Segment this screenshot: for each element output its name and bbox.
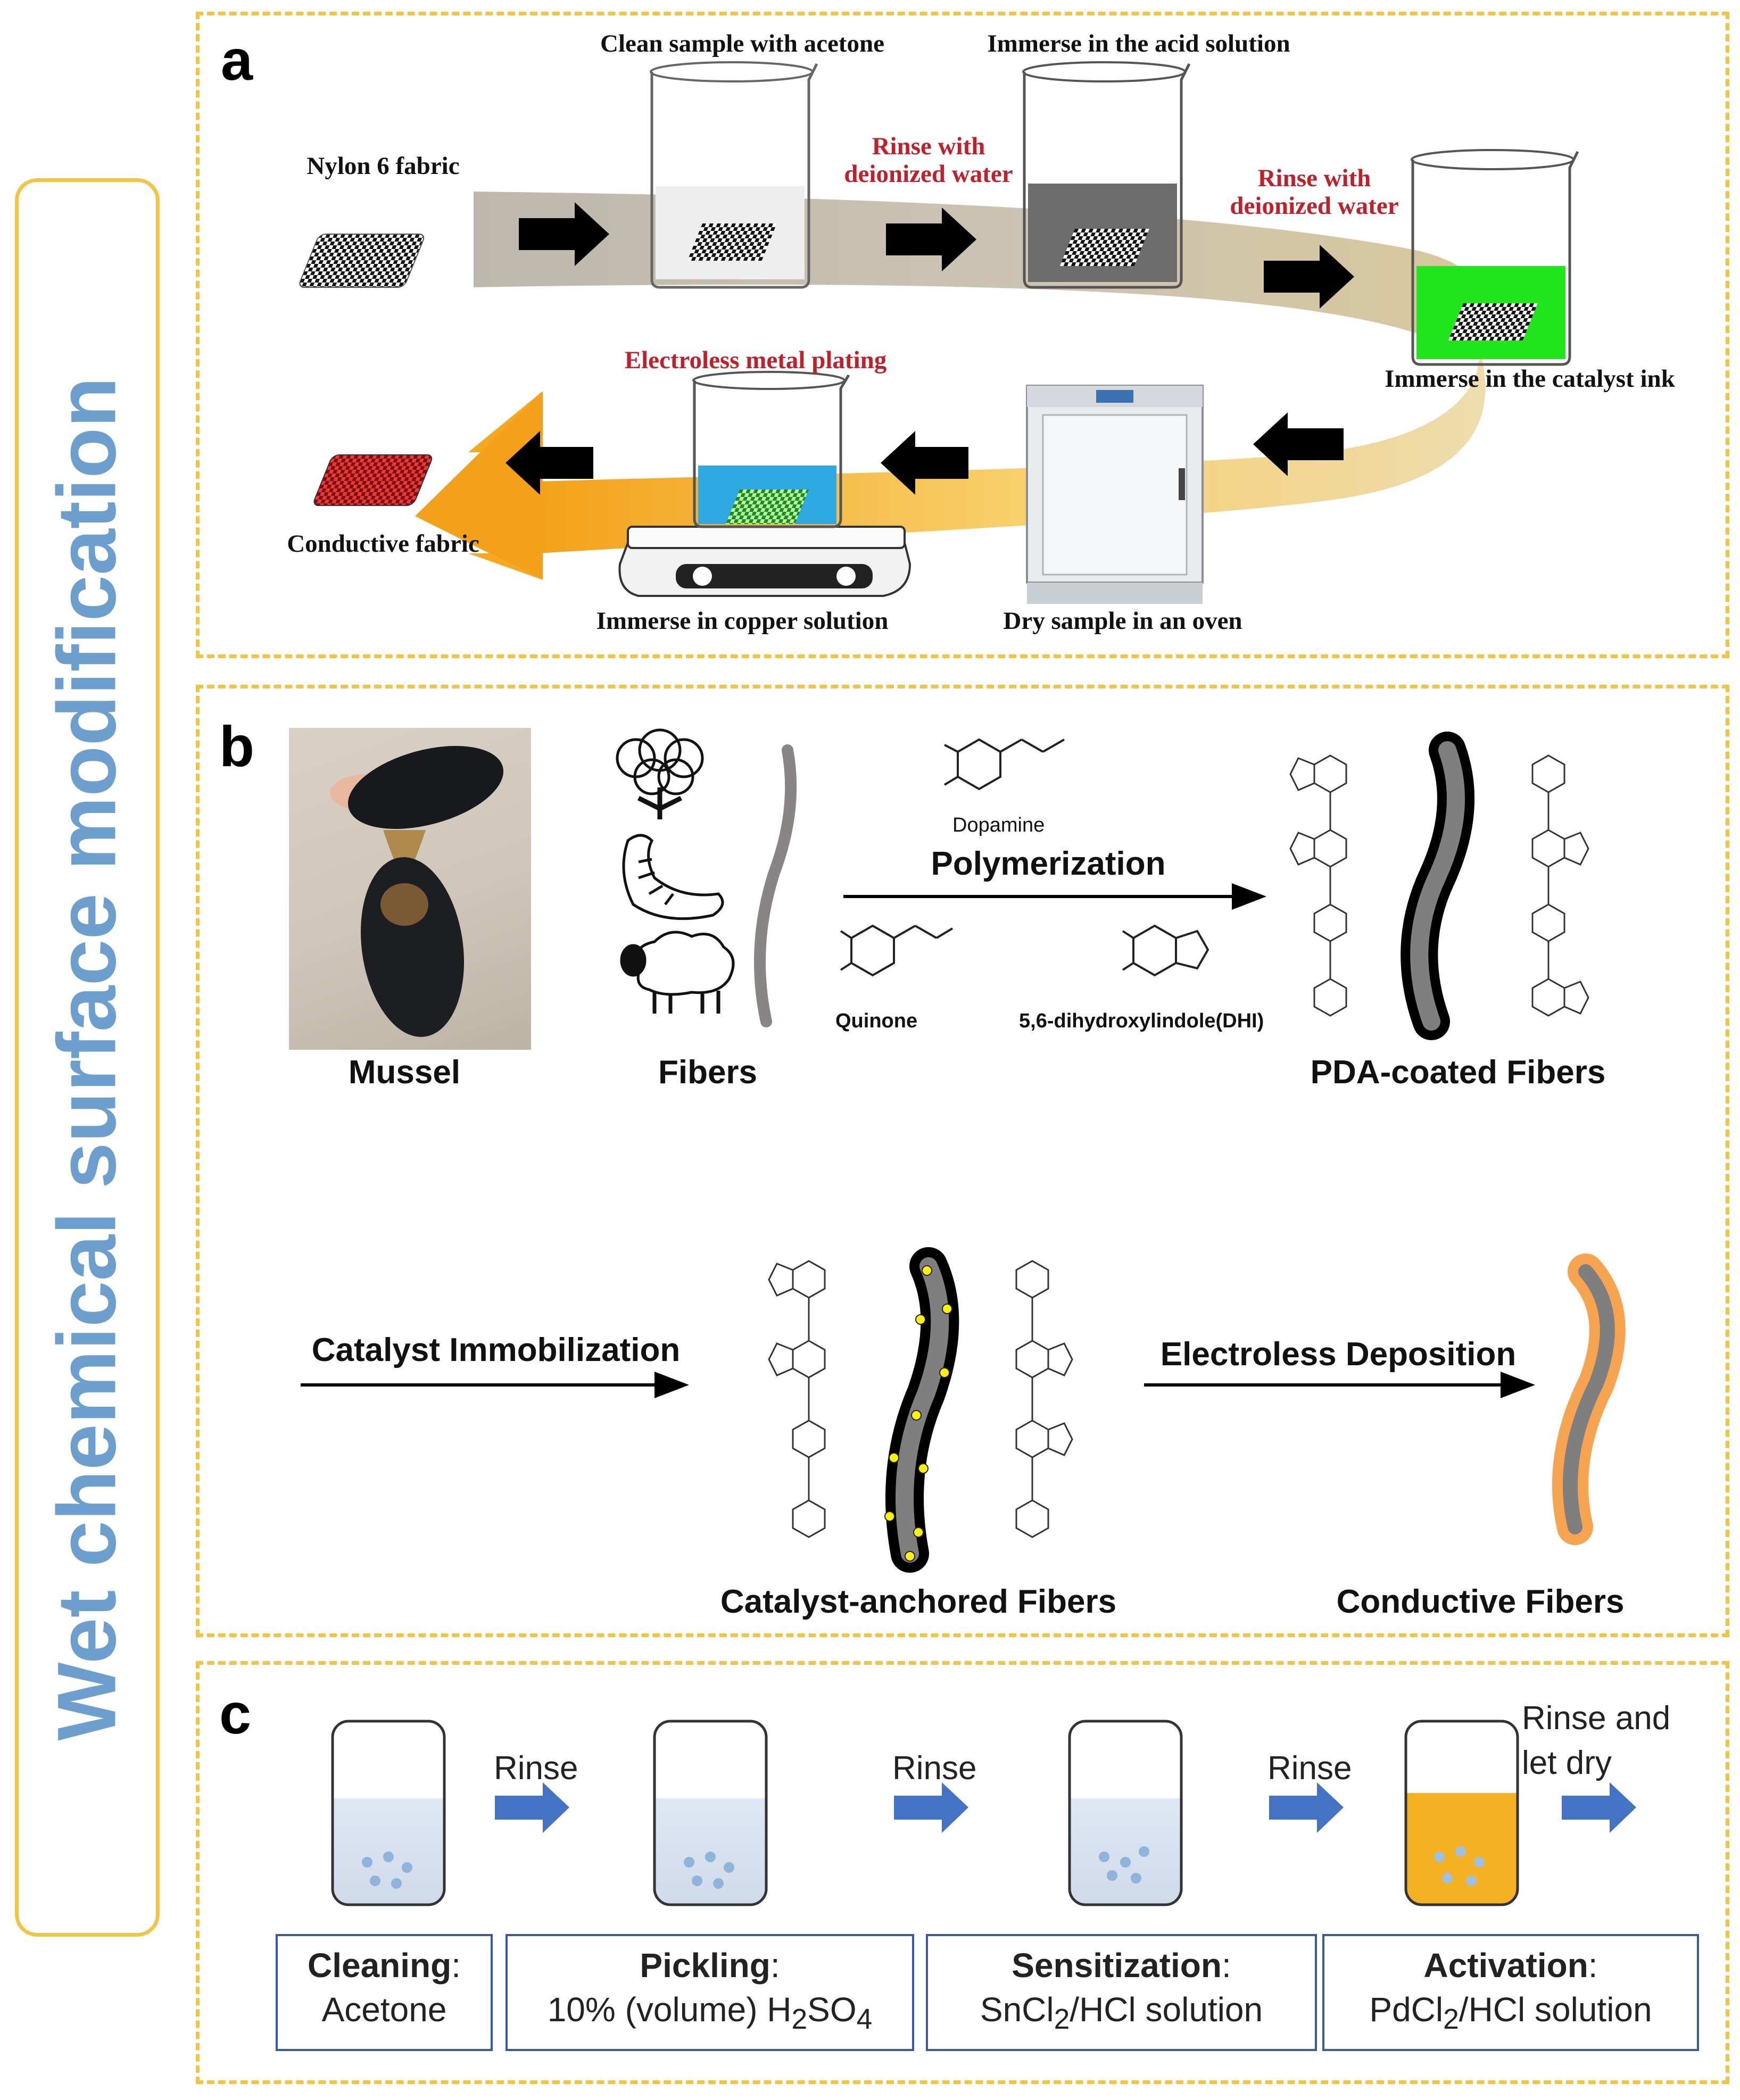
label-nylon: Nylon 6 fabric — [306, 152, 460, 180]
step-sensitization: Sensitization: SnCl2/HCl solution — [926, 1934, 1317, 2051]
blue-arrow-2 — [894, 1782, 968, 1833]
cotton-icon — [616, 728, 704, 819]
blue-arrow-4 — [1562, 1782, 1636, 1833]
label-catalyst-fibers: Catalyst-anchored Fibers — [720, 1583, 1117, 1620]
beaker-cleaning — [331, 1720, 446, 1906]
silkworm-icon — [622, 834, 724, 920]
blue-arrow-1 — [495, 1782, 569, 1833]
arrow-4 — [1253, 412, 1344, 476]
label-pda: PDA-coated Fibers — [1310, 1054, 1606, 1091]
panel-a-letter: a — [221, 28, 253, 92]
arrow-2 — [886, 207, 976, 271]
beaker-acetone — [650, 61, 818, 289]
oven — [1026, 385, 1204, 604]
beaker-acid — [1022, 61, 1191, 289]
panel-a-illustration — [299, 61, 1579, 604]
pda-chain-left — [1289, 754, 1347, 1017]
conductive-fabric — [313, 454, 433, 506]
panel-b-letter: b — [219, 714, 254, 778]
raw-fiber — [754, 744, 797, 1027]
arrow-6 — [506, 431, 593, 495]
beaker-activation — [1404, 1720, 1519, 1906]
beaker-pickling — [653, 1720, 768, 1906]
arrow-1 — [519, 202, 609, 266]
side-title-frame — [15, 178, 160, 1937]
label-conductive: Conductive fabric — [287, 530, 479, 558]
label-conductive-fibers: Conductive Fibers — [1336, 1583, 1625, 1620]
dhi-structure — [1122, 924, 1209, 977]
label-acid: Immerse in the acid solution — [987, 30, 1290, 57]
label-rinse-c1: Rinse — [494, 1750, 578, 1787]
beaker-catalyst — [1411, 149, 1579, 366]
arrow-5 — [881, 431, 968, 495]
dopamine-structure — [943, 738, 1065, 791]
panel-b-frame — [196, 685, 1729, 1637]
label-fibers: Fibers — [658, 1054, 758, 1091]
label-electroless: Electroless metal plating — [624, 346, 887, 374]
step-activation: Activation: PdCl2/HCl solution — [1322, 1934, 1699, 2051]
nylon-fabric — [299, 234, 425, 288]
label-rinse-c3: Rinse — [1267, 1750, 1352, 1787]
electroless-arrow — [1144, 1372, 1535, 1398]
label-catalyst-imm: Catalyst Immobilization — [311, 1332, 681, 1368]
label-dhi: 5,6-dihydroxylindole(DHI) — [1019, 1010, 1264, 1032]
label-electroless-dep: Electroless Deposition — [1160, 1336, 1517, 1373]
label-copper: Immerse in copper solution — [596, 607, 889, 635]
label-clean: Clean sample with acetone — [600, 30, 884, 57]
beaker-sensitization — [1068, 1720, 1183, 1906]
panel-c-letter: c — [219, 1681, 252, 1746]
label-polymerization: Polymerization — [931, 845, 1166, 882]
catalyst-arrow — [301, 1372, 689, 1398]
arrow-3 — [1264, 245, 1354, 309]
label-rinse-c2: Rinse — [892, 1750, 977, 1787]
label-quinone: Quinone — [835, 1010, 918, 1032]
panel-b-illustration — [301, 728, 1626, 1573]
step-cleaning: Cleaning: Acetone — [276, 1934, 493, 2051]
pda-chain-right — [1531, 754, 1589, 1017]
polymerization-arrow — [843, 883, 1266, 910]
label-mussel: Mussel — [348, 1054, 461, 1091]
copper-bath — [618, 371, 912, 597]
panel-c-frame — [196, 1661, 1729, 2084]
pd-catalyst-dots — [884, 1265, 952, 1562]
sheep-icon — [620, 931, 735, 1014]
mussel-image — [330, 746, 504, 1037]
label-dopamine: Dopamine — [952, 814, 1045, 836]
catalyst-chain-right — [1015, 1260, 1073, 1538]
step-pickling: Pickling: 10% (volume) H2SO4 — [506, 1934, 914, 2051]
quinone-structure — [840, 924, 954, 977]
panel-a-frame — [196, 12, 1729, 658]
catalyst-chain-left — [768, 1260, 826, 1538]
label-catalyst: Immerse in the catalyst ink — [1385, 365, 1675, 393]
blue-arrow-3 — [1269, 1782, 1344, 1833]
label-dry: Dry sample in an oven — [1003, 607, 1242, 635]
